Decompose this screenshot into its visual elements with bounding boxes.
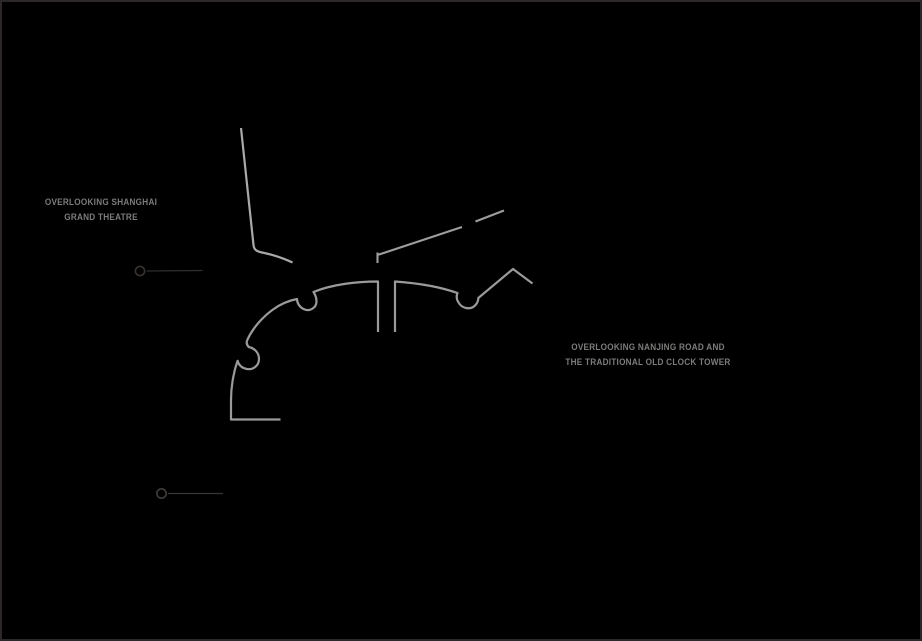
annotation-nanjing-line2: THE TRADITIONAL OLD CLOCK TOWER [565,356,731,368]
callout-marker-road [156,487,223,499]
callout-marker-theatre [134,265,203,277]
gear-arc-right [393,267,534,332]
annotation-nanjing-line1: OVERLOOKING NANJING ROAD AND [571,342,725,353]
annotation-shanghai-grand-theatre: OVERLOOKING SHANGHAI GRAND THEATRE [15,196,187,225]
callout-circle-road [156,487,168,499]
view-diagonal-line [376,209,505,263]
gear-arc-left [229,280,380,421]
callout-line-theatre [146,269,203,272]
annotation-theatre-line2: GRAND THEATRE [64,211,138,223]
annotation-theatre-line1: OVERLOOKING SHANGHAI [44,197,158,208]
callout-circle-theatre [134,265,146,277]
annotation-nanjing-road: OVERLOOKING NANJING ROAD AND THE TRADITI… [536,341,760,370]
wall-line-top [239,127,293,264]
